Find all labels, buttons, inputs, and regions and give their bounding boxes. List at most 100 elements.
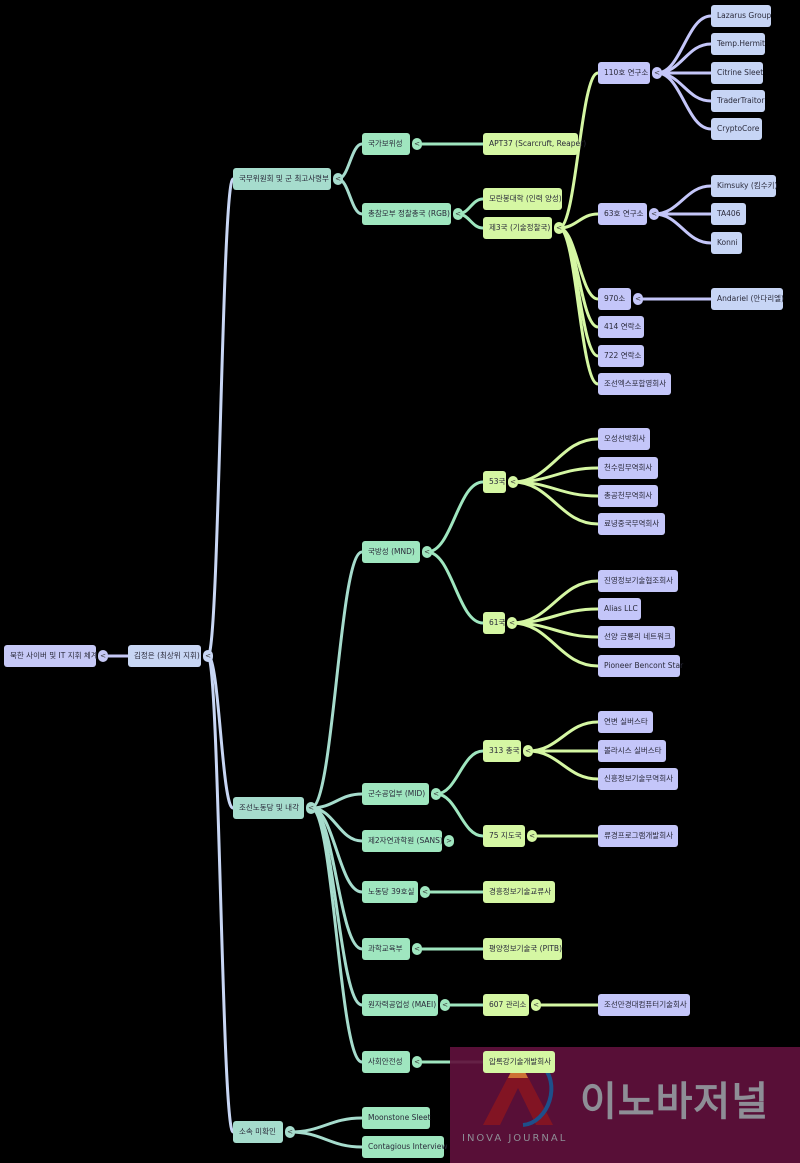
mindmap-node-bureau-3[interactable]: 제3국 (기술정찰국) [483, 217, 552, 239]
edge-b53-ln [512, 480, 599, 526]
edge-unk-moon [289, 1116, 363, 1134]
edge-b3-expo [558, 226, 599, 386]
mindmap-node-sans[interactable]: 제2자연과학원 (SANS) [362, 830, 443, 852]
mindmap-node-room-39[interactable]: 노동당 39호실 [362, 881, 418, 903]
mindmap-node-shenyang-network[interactable]: 선양 금룡리 네트워크 [598, 626, 675, 648]
collapse-toggle-root[interactable]: < [98, 650, 108, 662]
mindmap-node-liaoning-trading[interactable]: 료녕중국무역회사 [598, 513, 665, 535]
edge-l63-kim2 [653, 184, 712, 216]
mindmap-node-cryptocore[interactable]: CryptoCore [711, 118, 762, 140]
mindmap-node-bureau-313[interactable]: 313 총국 [483, 740, 521, 762]
mindmap-node-ta406[interactable]: TA406 [711, 203, 746, 225]
mindmap-node-mss[interactable]: 국가보위성 [362, 133, 410, 155]
mindmap-node-education-ministry[interactable]: 과학교육부 [362, 938, 410, 960]
edge-b61-pion [511, 621, 599, 668]
edge-kim-wpk [206, 654, 235, 810]
collapse-toggle-b607[interactable]: < [531, 999, 541, 1011]
edge-mnd-b61 [426, 550, 484, 625]
mindmap-node-moranbong-university[interactable]: 모란봉대학 (인력 양성) [483, 188, 562, 210]
mindmap-node-bureau-53[interactable]: 53국 [483, 471, 506, 493]
collapse-toggle-b3[interactable]: < [554, 222, 564, 234]
collapse-toggle-l110[interactable]: < [652, 67, 662, 79]
watermark-name-en: INOVA JOURNAL [462, 1133, 568, 1144]
edge-l110-cc [656, 71, 712, 131]
collapse-toggle-unk[interactable]: < [285, 1126, 295, 1138]
mindmap-node-yanbian-silverstar[interactable]: 연변 실버스타 [598, 711, 653, 733]
mindmap-node-andariel[interactable]: Andariel (안다리엘) [711, 288, 784, 310]
collapse-toggle-l63[interactable]: < [649, 208, 659, 220]
collapse-toggle-r39[interactable]: < [420, 886, 430, 898]
mindmap-node-moonstone-sleet[interactable]: Moonstone Sleet [362, 1107, 431, 1129]
collapse-toggle-mid[interactable]: < [431, 788, 441, 800]
edge-kim-unk [206, 654, 235, 1134]
mindmap-node-mid[interactable]: 군수공업부 (MID) [362, 783, 429, 805]
mindmap-node-lazarus-group[interactable]: Lazarus Group [711, 5, 771, 27]
mindmap-node-unit-970[interactable]: 970소 [598, 288, 631, 310]
mindmap-node-bureau-75[interactable]: 75 지도국 [483, 825, 525, 847]
edge-l110-temp [656, 42, 712, 75]
mindmap-node-state-affairs-commission[interactable]: 국무위원회 및 군 최고사령부 [233, 168, 331, 190]
mindmap-node-osong-shipping[interactable]: 오성선박회사 [598, 428, 650, 450]
collapse-toggle-edu[interactable]: < [412, 943, 422, 955]
collapse-toggle-sac[interactable]: < [333, 173, 343, 185]
mindmap-node-ryugyong-program[interactable]: 류경프로그램개발회사 [598, 825, 678, 847]
mindmap-node-volasys-silverstar[interactable]: 볼라시스 실버스타 [598, 740, 666, 762]
collapse-toggle-kim[interactable]: < [203, 650, 213, 662]
mindmap-node-rgb[interactable]: 총참모부 정찰총국 (RGB) [362, 203, 451, 225]
collapse-toggle-wpk[interactable]: < [306, 802, 316, 814]
mindmap-node-kimsuky[interactable]: Kimsuky (킴수키) [711, 175, 777, 197]
mindmap-node-lab-63[interactable]: 63호 연구소 [598, 203, 647, 225]
edge-unk-cont [289, 1130, 363, 1149]
collapse-toggle-b313[interactable]: < [523, 745, 533, 757]
expand-toggle-sans[interactable]: > [444, 835, 454, 847]
mindmap-node-chonsurim-trading[interactable]: 천수림무역회사 [598, 457, 658, 479]
collapse-toggle-b75[interactable]: < [527, 830, 537, 842]
mindmap-node-bureau-61[interactable]: 61국 [483, 612, 505, 634]
mindmap-node-lab-110[interactable]: 110호 연구소 [598, 62, 650, 84]
collapse-toggle-s970[interactable]: < [633, 293, 643, 305]
mindmap-node-office-607[interactable]: 607 관리소 [483, 994, 529, 1016]
mindmap-node-liaison-722[interactable]: 722 연락소 [598, 345, 644, 367]
mindmap-node-korea-expo[interactable]: 조선엑스포합영회사 [598, 373, 671, 395]
collapse-toggle-b53[interactable]: < [508, 476, 518, 488]
mindmap-node-social-security[interactable]: 사회안전성 [362, 1051, 410, 1073]
edge-wpk-mps [310, 806, 363, 1064]
mindmap-node-apt37[interactable]: APT37 (Scarcruft, Reaper) [483, 133, 586, 155]
collapse-toggle-mnd[interactable]: < [422, 546, 432, 558]
mindmap-node-amnokgang[interactable]: 압록강기술개발회사 [483, 1051, 555, 1073]
mindmap-node-pioneer-bencont-star[interactable]: Pioneer Bencont Star [598, 655, 683, 677]
mindmap-node-mangyongdae-computer[interactable]: 조선만경대컴퓨터기술회사 [598, 994, 690, 1016]
mindmap-node-jinyong-it[interactable]: 진영정보기술협조회사 [598, 570, 678, 592]
edge-b313-sh [527, 749, 599, 781]
collapse-toggle-b61[interactable]: < [507, 617, 517, 629]
mindmap-node-sinhung-it[interactable]: 신흥정보기술무역회사 [598, 768, 678, 790]
mindmap-node-citrine-sleet[interactable]: Citrine Sleet [711, 62, 763, 84]
mindmap-node-pitb[interactable]: 평양정보기술국 (PITB) [483, 938, 562, 960]
mindmap-node-unaffiliated[interactable]: 소속 미확인 [233, 1121, 283, 1143]
edge-b313-yb [527, 720, 599, 753]
collapse-toggle-rgb[interactable]: < [453, 208, 463, 220]
mindmap-node-workers-party[interactable]: 조선노동당 및 내각 [233, 797, 304, 819]
collapse-toggle-mss[interactable]: < [412, 138, 422, 150]
collapse-toggle-maei[interactable]: < [440, 999, 450, 1011]
mindmap-node-kim-jong-un[interactable]: 김정은 (최상위 지휘) [128, 645, 201, 667]
edge-b3-l110 [558, 71, 599, 230]
mindmap-node-tradertraitor[interactable]: TraderTraitor [711, 90, 765, 112]
mindmap-node-chonggong-trading[interactable]: 총공천무역회사 [598, 485, 658, 507]
watermark: 이노바저널 INOVA JOURNAL [450, 1047, 800, 1163]
mindmap-root-node[interactable]: 북한 사이버 및 IT 지휘 체계 [4, 645, 98, 667]
collapse-toggle-mps[interactable]: < [412, 1056, 422, 1068]
mindmap-node-contagious-interview[interactable]: Contagious Interview [362, 1136, 447, 1158]
edge-b3-s722 [558, 226, 599, 358]
edge-wpk-maei [310, 806, 363, 1007]
mindmap-node-liaison-414[interactable]: 414 연락소 [598, 316, 644, 338]
mindmap-node-alias-llc[interactable]: Alias LLC [598, 598, 641, 620]
mindmap-node-maei[interactable]: 원자력공업성 (MAEI) [362, 994, 438, 1016]
edge-kim-sac [206, 177, 235, 658]
mindmap-node-mnd[interactable]: 국방성 (MND) [362, 541, 420, 563]
mindmap-node-kyonghung[interactable]: 경흥정보기술교류사 [483, 881, 555, 903]
mindmap-node-temp-hermit[interactable]: Temp.Hermit [711, 33, 765, 55]
watermark-name-ko: 이노바저널 [580, 1079, 769, 1125]
mindmap-node-konni[interactable]: Konni [711, 232, 742, 254]
